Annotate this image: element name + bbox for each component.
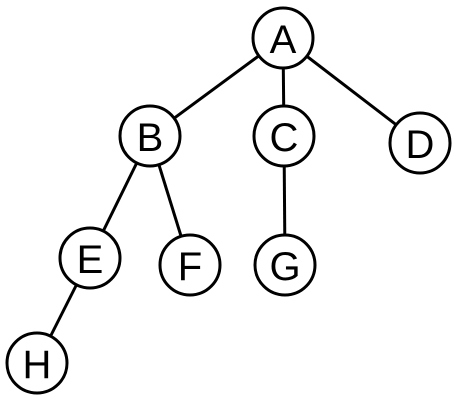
- node-d: D: [388, 111, 452, 175]
- node-circle-h: [5, 331, 69, 395]
- node-circle-g: [253, 233, 317, 297]
- node-circle-a: [251, 6, 315, 70]
- nodes-layer: A B C D E F G H: [5, 6, 452, 395]
- node-e: E: [58, 226, 122, 290]
- node-g: G: [253, 233, 317, 297]
- node-label-g: G: [269, 245, 300, 289]
- node-label-d: D: [406, 123, 435, 167]
- node-circle-f: [158, 233, 222, 297]
- node-label-e: E: [77, 238, 104, 282]
- node-label-h: H: [23, 343, 52, 387]
- node-circle-e: [58, 226, 122, 290]
- node-circle-b: [118, 104, 182, 168]
- node-a: A: [251, 6, 315, 70]
- node-f: F: [158, 233, 222, 297]
- node-label-b: B: [137, 116, 164, 160]
- edges-layer: [35, 36, 421, 364]
- node-c: C: [252, 104, 316, 168]
- node-circle-d: [388, 111, 452, 175]
- node-b: B: [118, 104, 182, 168]
- node-h: H: [5, 331, 69, 395]
- node-label-f: F: [178, 245, 202, 289]
- node-label-c: C: [270, 116, 299, 160]
- node-circle-c: [252, 104, 316, 168]
- node-label-a: A: [270, 18, 297, 62]
